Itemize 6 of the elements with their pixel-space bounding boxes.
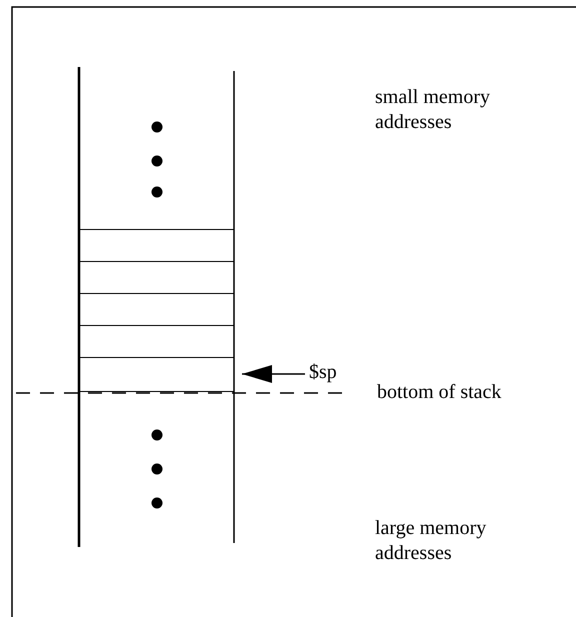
arrow xyxy=(242,365,305,383)
annotation-text: small memory addresses xyxy=(375,85,491,135)
annotation-text: large memory addresses xyxy=(375,516,488,566)
stack-slot xyxy=(79,357,234,392)
annotation-text: bottom of stack xyxy=(377,380,502,405)
pointer-label: $sp xyxy=(309,360,349,384)
